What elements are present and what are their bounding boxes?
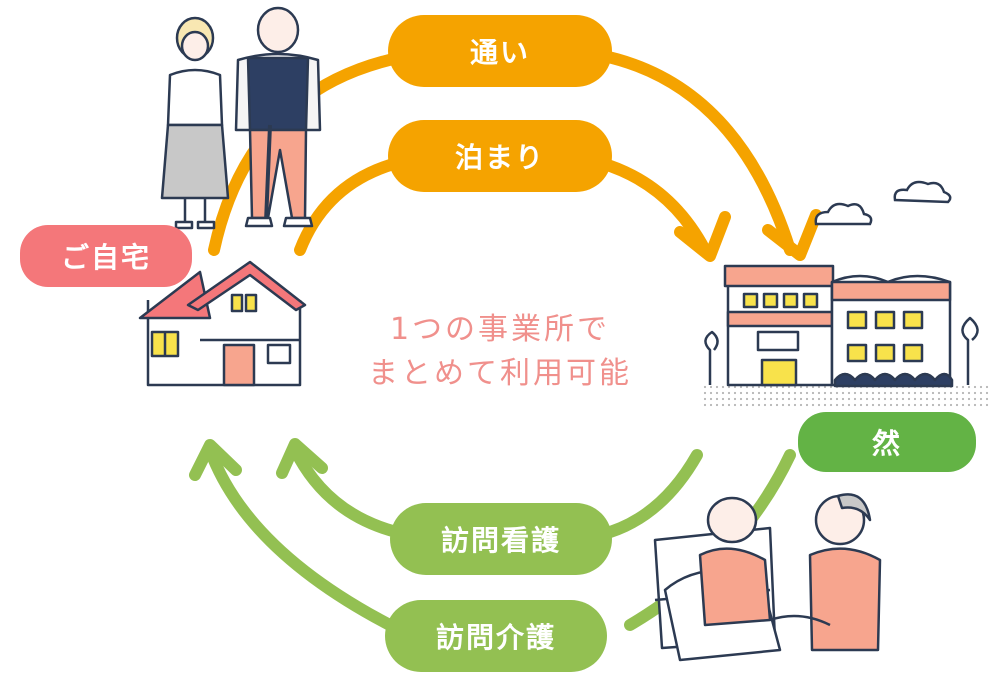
service-label-home-care: 訪問介護 <box>385 600 607 672</box>
center-caption: 1つの事業所で まとめて利用可能 <box>310 308 690 396</box>
center-caption-line-2: まとめて利用可能 <box>368 356 632 391</box>
home-label: ご自宅 <box>20 225 192 287</box>
cloud-icon <box>814 180 952 226</box>
center-caption-line-1: 1つの事業所で <box>389 312 611 347</box>
caregiver-scene-illustration <box>653 493 882 662</box>
facility-illustration <box>700 264 990 410</box>
service-label-stay: 泊まり <box>388 120 612 192</box>
house-illustration <box>138 260 307 387</box>
elderly-couple-illustration <box>160 6 322 230</box>
facility-label: 然 <box>798 412 976 472</box>
service-label-home-nursing: 訪問看護 <box>390 503 612 575</box>
service-label-day: 通い <box>388 15 612 87</box>
